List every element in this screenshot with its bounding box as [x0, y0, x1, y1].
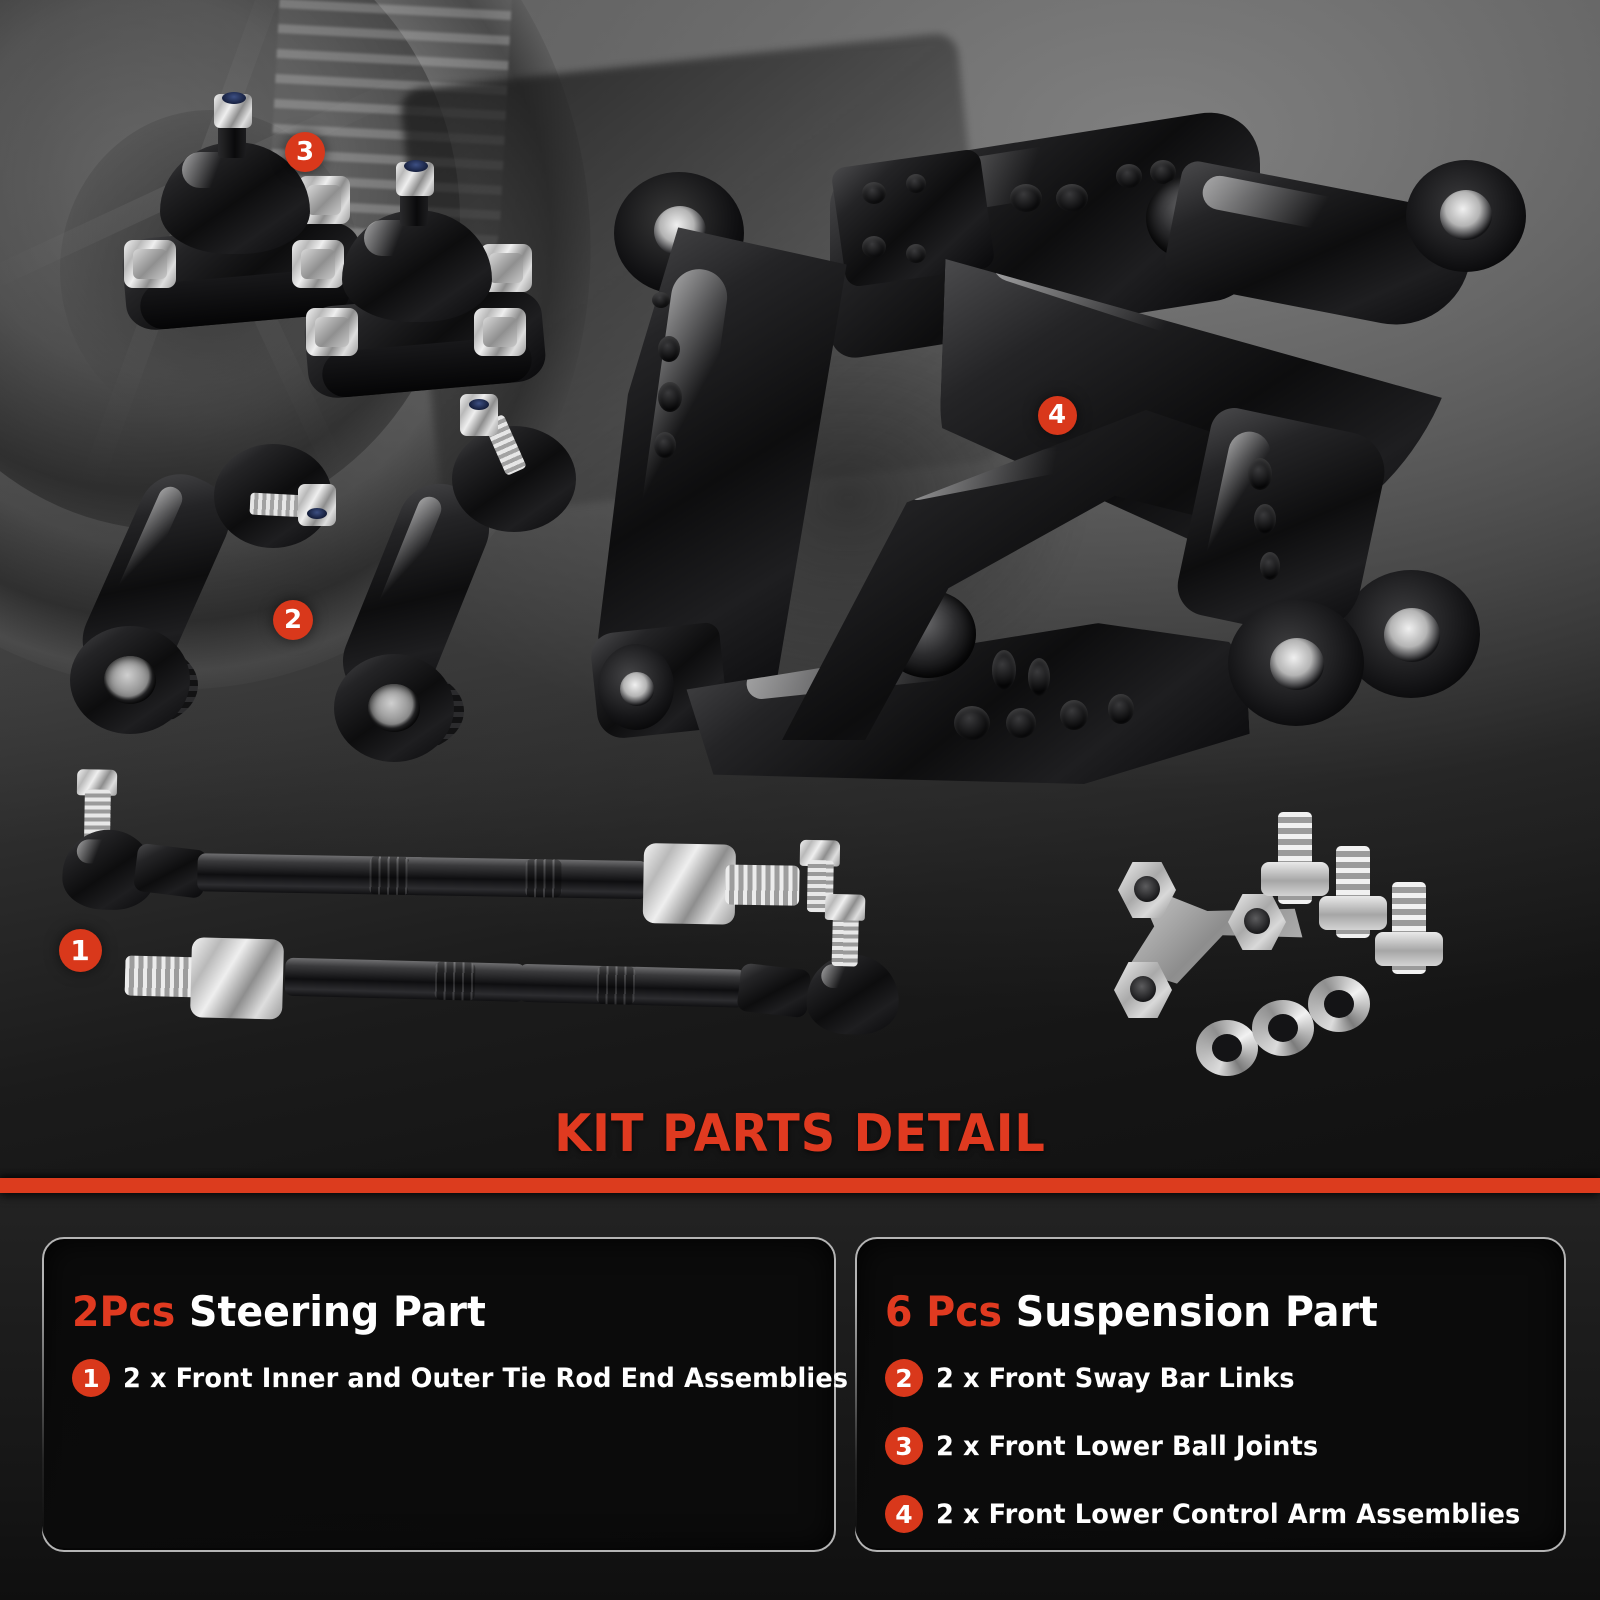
- control-arm-front-hole: [1108, 694, 1134, 724]
- steering-part-heading: 2Pcs Steering Part: [72, 1287, 486, 1336]
- callout-badge-3: 3: [285, 132, 325, 172]
- hardware-lock-washer: [1252, 1000, 1314, 1056]
- ball-joint-right-dome: [342, 210, 492, 322]
- list-item: 3 2 x Front Lower Ball Joints: [885, 1427, 1338, 1465]
- tie-rod-lower-taper-stud: [831, 913, 859, 967]
- suspension-part-count: 6 Pcs: [885, 1287, 1003, 1336]
- list-item-label: 2 x Front Lower Control Arm Assemblies: [936, 1498, 1521, 1530]
- ball-joint-right-bolt: [306, 308, 358, 356]
- callout-badge-4: 4: [1037, 395, 1077, 435]
- callout-badge-1-number: 1: [70, 933, 90, 967]
- accent-divider-bar: [0, 1178, 1600, 1193]
- list-item-label: 2 x Front Lower Ball Joints: [936, 1430, 1319, 1462]
- control-arm-front-lower-bushing: [598, 644, 674, 730]
- tie-rod-lower-shaft: [284, 957, 526, 1002]
- tie-rod-lower-inner-thread: [124, 955, 200, 998]
- list-item-badge: 3: [885, 1427, 923, 1465]
- control-arm-rear-bushing: [1406, 160, 1526, 272]
- tie-rod-lower-knurl: [596, 965, 636, 1005]
- control-arm-front-hole: [1254, 504, 1276, 534]
- hardware-lock-washer: [1196, 1020, 1258, 1076]
- sway-bar-link-left-nut: [298, 484, 336, 526]
- control-arm-front-slot: [1028, 658, 1050, 696]
- control-arm-rear-hole: [906, 244, 926, 263]
- control-arm-front-hole: [658, 336, 680, 362]
- list-item-label: 2 x Front Inner and Outer Tie Rod End As…: [123, 1362, 849, 1394]
- control-arm-front-right-bushing: [1228, 600, 1364, 726]
- control-arm-front-hole: [1006, 708, 1036, 738]
- hardware-bolt-head: [1261, 862, 1329, 896]
- list-item-badge: 1: [72, 1359, 110, 1397]
- list-item-badge: 4: [885, 1495, 923, 1533]
- tie-rod-assembly-lower: [116, 859, 940, 1036]
- suspension-part-label: Suspension Part: [1015, 1287, 1378, 1336]
- tie-rod-lower-collar: [736, 962, 812, 1019]
- hardware-bolt-head: [1319, 896, 1387, 930]
- control-arm-front-hole: [652, 292, 670, 308]
- callout-badge-2: 2: [273, 600, 313, 640]
- control-arm-rear-hole: [1116, 164, 1142, 188]
- list-item-badge: 2: [885, 1359, 923, 1397]
- mounting-hardware-kit: [1100, 790, 1500, 1076]
- hardware-hex-nut: [1228, 894, 1286, 950]
- control-arm-rear: [820, 103, 1526, 698]
- control-arm-front-hole: [954, 706, 990, 740]
- callout-badge-2-number: 2: [283, 605, 303, 635]
- control-arm-rear-hole: [906, 174, 926, 193]
- tie-rod-lower-inner-hex: [189, 937, 285, 1020]
- ball-joint-right-bolt: [474, 308, 526, 356]
- callout-badge-1: 1: [58, 928, 102, 972]
- control-arm-rear-lower-bushing: [1342, 570, 1480, 698]
- control-arm-rear-hole: [1056, 184, 1088, 212]
- list-item: 4 2 x Front Lower Control Arm Assemblies: [885, 1495, 1551, 1533]
- sway-bar-link-left: [58, 430, 358, 734]
- control-arm-rear-hole: [862, 236, 886, 258]
- suspension-part-panel: 6 Pcs Suspension Part 2 2 x Front Sway B…: [855, 1237, 1566, 1552]
- steering-part-panel: 2Pcs Steering Part 1 2 x Front Inner and…: [42, 1237, 848, 1552]
- tie-rod-lower-grease-cap: [824, 893, 866, 921]
- callout-badge-3-number: 3: [295, 137, 315, 167]
- control-arm-front-hole: [1260, 552, 1280, 580]
- list-item: 2 2 x Front Sway Bar Links: [885, 1359, 1314, 1397]
- ball-joint-left-nylon-insert: [222, 92, 246, 104]
- sway-bar-link-left-eye: [70, 626, 190, 734]
- list-item: 1 2 x Front Inner and Outer Tie Rod End …: [72, 1359, 886, 1397]
- suspension-part-heading: 6 Pcs Suspension Part: [885, 1287, 1378, 1336]
- ball-joint-left-bolt: [124, 240, 176, 288]
- ball-joint-right: [300, 158, 550, 418]
- control-arm-front-hole: [1060, 700, 1088, 730]
- sway-bar-link-right: [300, 394, 600, 762]
- hardware-lock-washer: [1308, 976, 1370, 1032]
- control-arm-rear-hole: [862, 182, 886, 204]
- control-arm-front-hole: [654, 432, 676, 458]
- tie-rod-lower-knurl: [434, 961, 476, 1001]
- control-arm-front-slot: [992, 650, 1016, 690]
- control-arm-rear-hole: [1010, 184, 1042, 212]
- control-arm-front-hole: [1248, 458, 1272, 490]
- sway-bar-link-right-eye: [334, 654, 454, 762]
- ball-joint-right-nylon-insert: [404, 160, 428, 172]
- kit-parts-detail-section: 2Pcs Steering Part 1 2 x Front Inner and…: [0, 1193, 1600, 1600]
- product-photo-area: 1 2 3 4: [0, 0, 1600, 1178]
- hardware-bolt-head: [1375, 932, 1443, 966]
- callout-badge-4-number: 4: [1047, 400, 1067, 430]
- ball-joint-left-bolt: [292, 240, 344, 288]
- control-arm-front: [588, 160, 1392, 800]
- steering-part-count: 2Pcs: [72, 1287, 176, 1336]
- steering-part-label: Steering Part: [189, 1287, 486, 1336]
- kit-parts-detail-title: KIT PARTS DETAIL: [554, 1104, 1046, 1164]
- list-item-label: 2 x Front Sway Bar Links: [936, 1362, 1295, 1394]
- control-arm-front-hole: [658, 382, 682, 412]
- sway-bar-link-right-nut: [460, 394, 498, 436]
